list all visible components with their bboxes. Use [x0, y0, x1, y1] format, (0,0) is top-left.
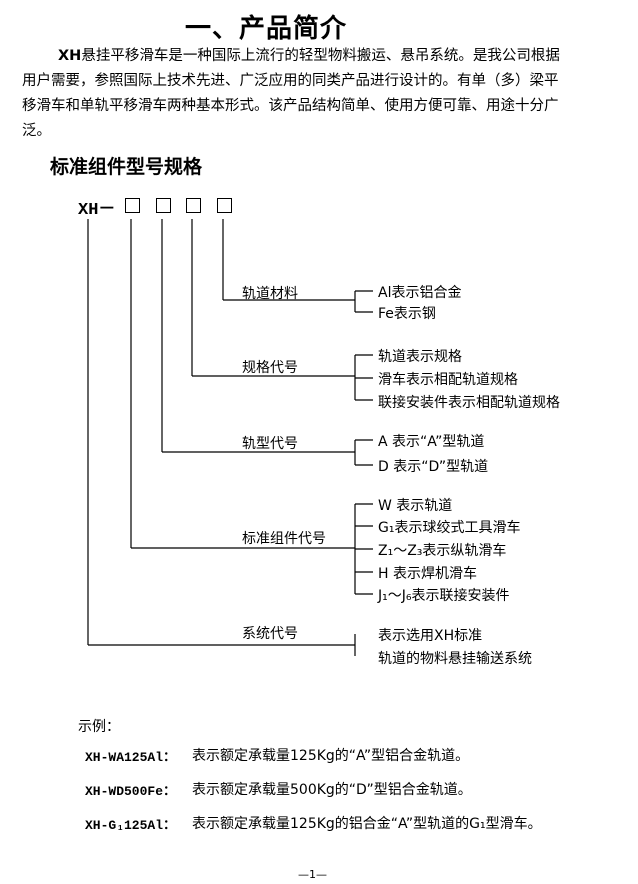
option-j-connector: J₁～J₆表示联接安装件 [378, 588, 510, 604]
example-code-3: XH-G₁125Al： [85, 818, 177, 833]
intro-line-4: 泛。 [22, 123, 51, 139]
example-code-2: XH-WD500Fe： [85, 784, 177, 799]
intro-line-2: 用户需要，参照国际上技术先进、广泛应用的同类产品进行设计的。有单（多）梁平 [22, 73, 559, 89]
label-system-code: 系统代号 [242, 626, 298, 642]
code-box-2 [156, 198, 171, 213]
example-text-3: 表示额定承载量125Kg的铝合金“A”型轨道的G₁型滑车。 [192, 816, 542, 832]
option-h-welder-trolley: H 表示焊机滑车 [378, 566, 477, 582]
model-code-prefix: XH－ [78, 201, 116, 220]
option-z-trolley: Z₁～Z₃表示纵轨滑车 [378, 543, 507, 559]
page-number: —1— [298, 868, 327, 881]
option-g1-tool-trolley: G₁表示球绞式工具滑车 [378, 520, 521, 536]
intro-line-1: 悬挂平移滑车是一种国际上流行的轻型物料搬运、悬吊系统。是我公司根据 [81, 48, 560, 64]
code-box-4 [217, 198, 232, 213]
intro-paragraph: XH悬挂平移滑车是一种国际上流行的轻型物料搬运、悬吊系统。是我公司根据 用户需要… [22, 44, 622, 144]
code-box-1 [125, 198, 140, 213]
examples-title: 示例： [78, 719, 120, 735]
system-desc-line-1: 表示选用XH标准 [378, 628, 483, 644]
code-box-3 [186, 198, 201, 213]
option-aluminum: Al表示铝合金 [378, 285, 462, 301]
intro-line-3: 移滑车和单轨平移滑车两种基本形式。该产品结构简单、使用方便可靠、用途十分广 [22, 98, 559, 114]
label-component-code: 标准组件代号 [242, 531, 326, 547]
option-steel: Fe表示钢 [378, 306, 436, 322]
option-rail-type-a: A 表示“A”型轨道 [378, 434, 485, 450]
example-text-2: 表示额定承载量500Kg的“D”型铝合金轨道。 [192, 782, 472, 798]
option-rail-spec: 轨道表示规格 [378, 349, 462, 365]
option-connector-spec: 联接安装件表示相配轨道规格 [378, 395, 560, 411]
label-spec-code: 规格代号 [242, 360, 298, 376]
label-rail-type-code: 轨型代号 [242, 436, 298, 452]
option-trolley-spec: 滑车表示相配轨道规格 [378, 372, 518, 388]
example-code-1: XH-WA125Al： [85, 750, 177, 765]
label-rail-material: 轨道材料 [242, 286, 298, 302]
intro-lead: XH [58, 48, 82, 64]
option-w-rail: W 表示轨道 [378, 498, 453, 514]
example-text-1: 表示额定承载量125Kg的“A”型铝合金轨道。 [192, 748, 470, 764]
system-desc-line-2: 轨道的物料悬挂输送系统 [378, 651, 532, 667]
spec-title: 标准组件型号规格 [50, 156, 203, 178]
section-heading: 一、产品简介 [185, 14, 348, 44]
option-rail-type-d: D 表示“D”型轨道 [378, 459, 489, 475]
